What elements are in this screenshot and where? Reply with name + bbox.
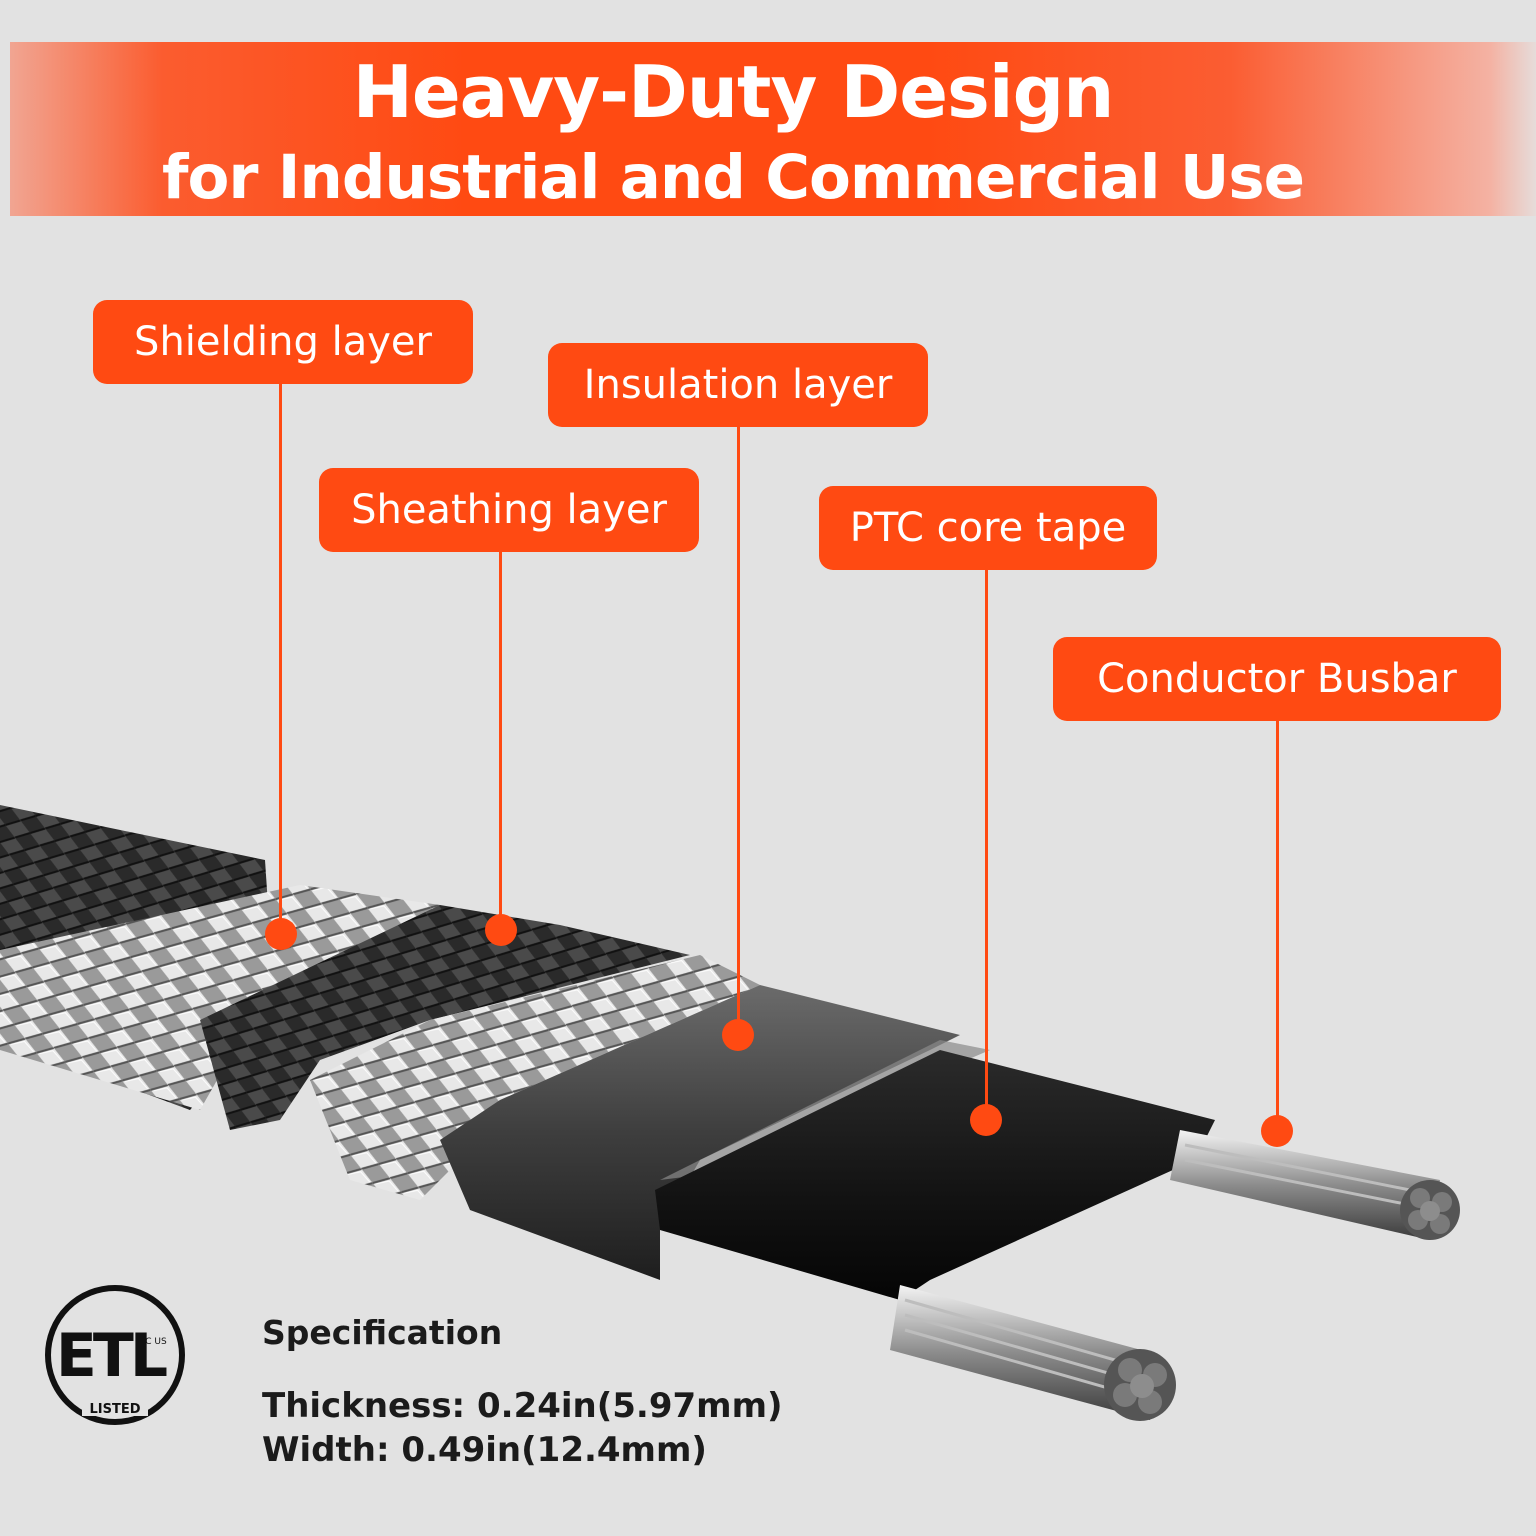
leader-ptc [985, 570, 988, 1120]
marker-insulation [722, 1019, 754, 1051]
ptc-core-tape [655, 1050, 1215, 1300]
sheathing-ring [200, 905, 690, 1130]
spec-thickness: Thickness: 0.24in(5.97mm) [262, 1386, 783, 1426]
label-insulation-layer: Insulation layer [548, 343, 928, 427]
title-banner [10, 42, 1536, 216]
spec-heading: Specification [262, 1313, 503, 1352]
shielding-braid-left [0, 885, 440, 1110]
page-title: Heavy-Duty Design [352, 50, 1115, 134]
label-conductor-busbar: Conductor Busbar [1053, 637, 1501, 721]
insulation-jacket [440, 985, 960, 1280]
leader-busbar [1276, 721, 1279, 1131]
etl-listed-logo: ETL C US LISTED [45, 1285, 185, 1425]
etl-country-text: C US [145, 1337, 167, 1347]
etl-listed-text: LISTED [89, 1402, 140, 1417]
marker-busbar [1261, 1115, 1293, 1147]
etl-mark-text: ETL [56, 1321, 167, 1391]
marker-shielding [265, 918, 297, 950]
busbar-wire-back [1170, 1130, 1460, 1240]
shielding-braid-right [310, 955, 760, 1200]
spec-width: Width: 0.49in(12.4mm) [262, 1430, 707, 1470]
label-shielding-layer: Shielding layer [93, 300, 473, 384]
marker-ptc [970, 1104, 1002, 1136]
marker-sheathing [485, 914, 517, 946]
label-sheathing-layer: Sheathing layer [319, 468, 699, 552]
busbar-wire-front [890, 1285, 1176, 1421]
leader-insulation [737, 427, 740, 1035]
label-ptc-core-tape: PTC core tape [819, 486, 1157, 570]
leader-sheathing [499, 552, 502, 930]
leader-shielding [279, 384, 282, 934]
page-subtitle: for Industrial and Commercial Use [161, 142, 1305, 213]
